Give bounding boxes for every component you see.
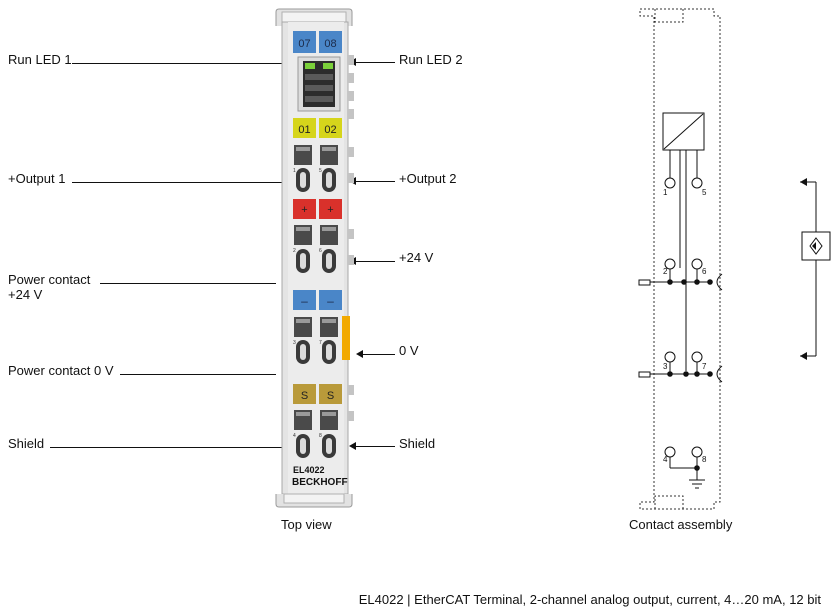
led-label-08-text: 08 <box>324 38 336 50</box>
svg-text:3: 3 <box>663 362 668 371</box>
label-plus-24v: +24 V <box>399 250 434 265</box>
svg-text:S: S <box>301 390 308 402</box>
svg-text:2: 2 <box>663 267 668 276</box>
label-shield-left: Shield <box>8 436 45 451</box>
led-label-07-text: 07 <box>298 38 310 50</box>
terminal-top-view: 07 08 01 02 1 5 + + 2 6 <box>275 8 354 508</box>
arrow-shield-right <box>349 442 356 450</box>
arrow-zero-v <box>356 350 363 358</box>
leader-run-led-2 <box>355 62 395 63</box>
leader-plus-24v <box>355 261 395 262</box>
svg-text:3: 3 <box>293 340 296 346</box>
caption-top-view: Top view <box>281 517 332 532</box>
led-label-07 <box>293 31 316 53</box>
contact-3 <box>664 351 676 363</box>
label-run-led-2: Run LED 2 <box>399 52 463 67</box>
leader-output-1 <box>72 182 284 183</box>
shield-label-1 <box>293 384 316 404</box>
contact-pair-4-8: 4 8 <box>293 410 338 458</box>
power-contact-tab <box>342 316 350 360</box>
label-shield-right: Shield <box>399 436 436 451</box>
svg-text:6: 6 <box>702 267 707 276</box>
contact-pair-2-6: 2 6 <box>293 225 338 273</box>
contact-5 <box>691 177 703 189</box>
terminal-brand: BECKHOFF <box>292 477 348 488</box>
terminal-model: EL4022 <box>293 465 325 475</box>
caption-contact-assembly: Contact assembly <box>629 517 733 532</box>
svg-text:1: 1 <box>293 168 296 174</box>
run-led-1 <box>305 63 315 69</box>
label-run-led-1: Run LED 1 <box>8 52 72 67</box>
label-power-contact-24v-line2: +24 V <box>8 287 43 302</box>
contact-pair-1-5: 1 5 <box>293 145 338 192</box>
label-output-1: +Output 1 <box>8 171 66 186</box>
svg-text:–: – <box>301 294 308 308</box>
svg-text:+: + <box>327 204 333 216</box>
svg-text:5: 5 <box>702 188 707 197</box>
svg-text:1: 1 <box>663 188 668 197</box>
contact-pair-3-7: 3 7 <box>293 317 338 364</box>
leader-power-contact-24v <box>100 283 276 284</box>
leader-output-2 <box>355 181 395 182</box>
svg-text:6: 6 <box>319 248 322 254</box>
led-label-08 <box>319 31 342 53</box>
contact-6 <box>691 258 703 270</box>
svg-text:5: 5 <box>319 168 322 174</box>
svg-text:8: 8 <box>702 455 707 464</box>
leader-shield-right <box>355 446 395 447</box>
svg-text:7: 7 <box>319 340 322 346</box>
svg-text:–: – <box>327 294 334 308</box>
label-output-2: +Output 2 <box>399 171 457 186</box>
leader-shield-left <box>50 447 284 448</box>
leader-zero-v <box>362 354 395 355</box>
svg-text:4: 4 <box>663 455 668 464</box>
label-power-contact-24v-line1: Power contact <box>8 272 91 287</box>
svg-text:4: 4 <box>293 433 296 439</box>
svg-text:8: 8 <box>319 433 322 439</box>
svg-text:2: 2 <box>293 248 296 254</box>
svg-text:S: S <box>327 390 334 402</box>
channel-label-01 <box>293 118 316 138</box>
label-zero-v: 0 V <box>399 343 419 358</box>
svg-text:7: 7 <box>702 362 707 371</box>
channel-label-02 <box>319 118 342 138</box>
contact-8 <box>691 446 703 458</box>
contact-1 <box>664 177 676 189</box>
leader-run-led-1 <box>72 63 284 64</box>
minus-label-2 <box>319 290 342 310</box>
minus-label-1 <box>293 290 316 310</box>
contact-7 <box>691 351 703 363</box>
contact-assembly-diagram: 1 5 2 6 3 7 4 8 <box>638 8 831 510</box>
plus-label-1 <box>293 199 316 219</box>
run-led-2 <box>323 63 333 69</box>
channel-label-01-text: 01 <box>298 124 310 136</box>
plus-label-2 <box>319 199 342 219</box>
leader-power-contact-0v <box>120 374 276 375</box>
label-power-contact-24v: Power contact +24 V <box>8 272 90 302</box>
caption-footer: EL4022 | EtherCAT Terminal, 2-channel an… <box>358 592 821 607</box>
svg-text:+: + <box>301 204 307 216</box>
shield-ground-icon <box>689 479 705 489</box>
shield-label-2 <box>319 384 342 404</box>
label-power-contact-0v: Power contact 0 V <box>8 363 114 378</box>
channel-label-02-text: 02 <box>324 124 336 136</box>
assembly-outline <box>639 8 721 510</box>
